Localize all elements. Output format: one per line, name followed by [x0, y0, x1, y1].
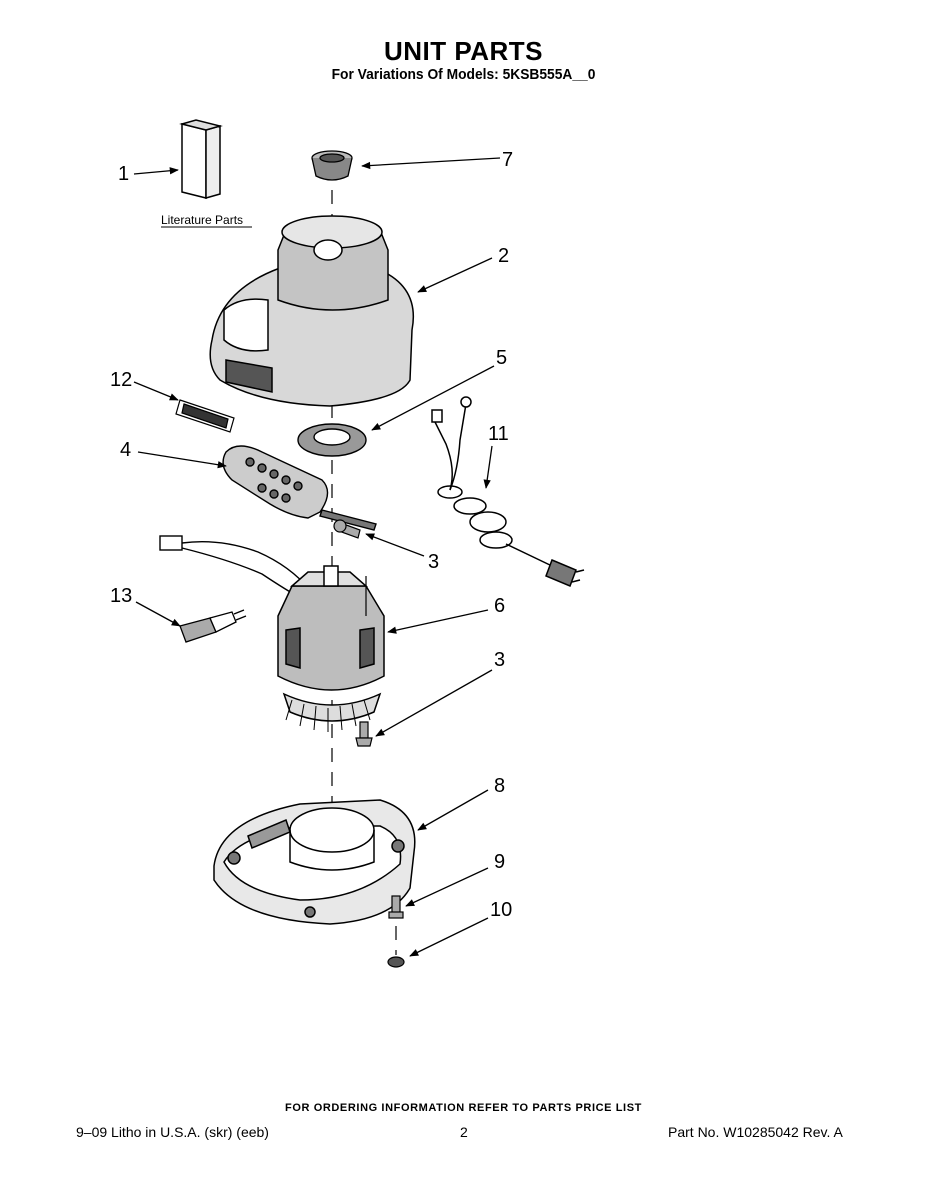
callout-4: 4	[120, 439, 131, 461]
housing-cover-part	[209, 215, 414, 407]
page-subtitle: For Variations Of Models: 5KSB555A__0	[331, 66, 596, 83]
seal-ring-part	[297, 423, 367, 457]
control-panel-part	[222, 445, 377, 531]
callout-5: 5	[496, 347, 507, 369]
callout-6: 6	[494, 595, 505, 617]
callout-3-upper: 3	[428, 551, 439, 573]
callout-3-lower: 3	[494, 649, 505, 671]
callout-13: 13	[110, 585, 132, 607]
literature-booklet-part	[179, 119, 223, 199]
ordering-note: FOR ORDERING INFORMATION REFER TO PARTS …	[285, 1102, 642, 1114]
callout-leaders	[133, 157, 501, 957]
page-number: 2	[460, 1124, 468, 1140]
callout-10: 10	[490, 899, 512, 921]
badge-nameplate-part	[175, 399, 235, 433]
callout-11: 11	[488, 423, 509, 445]
wire-harness-part	[159, 535, 311, 601]
connector-part-13	[179, 609, 247, 643]
part-number: Part No. W10285042 Rev. A	[668, 1124, 843, 1140]
screw-upper-part	[333, 519, 361, 539]
page-title: UNIT PARTS	[383, 36, 544, 66]
callout-12: 12	[110, 369, 132, 391]
power-cord-part	[431, 396, 585, 587]
screw-lower-part	[355, 721, 373, 747]
foot-part-10	[387, 956, 405, 968]
literature-parts-label: Literature Parts	[161, 213, 243, 227]
screw-part-9	[388, 895, 404, 919]
print-info: 9–09 Litho in U.S.A. (skr) (eeb)	[76, 1124, 269, 1140]
callout-8: 8	[494, 775, 505, 797]
callout-2: 2	[498, 245, 509, 267]
coupler-part	[311, 150, 353, 181]
callout-1: 1	[118, 163, 129, 185]
base-part	[213, 799, 416, 925]
callout-7: 7	[502, 149, 513, 171]
callout-9: 9	[494, 851, 505, 873]
motor-part	[277, 565, 385, 732]
